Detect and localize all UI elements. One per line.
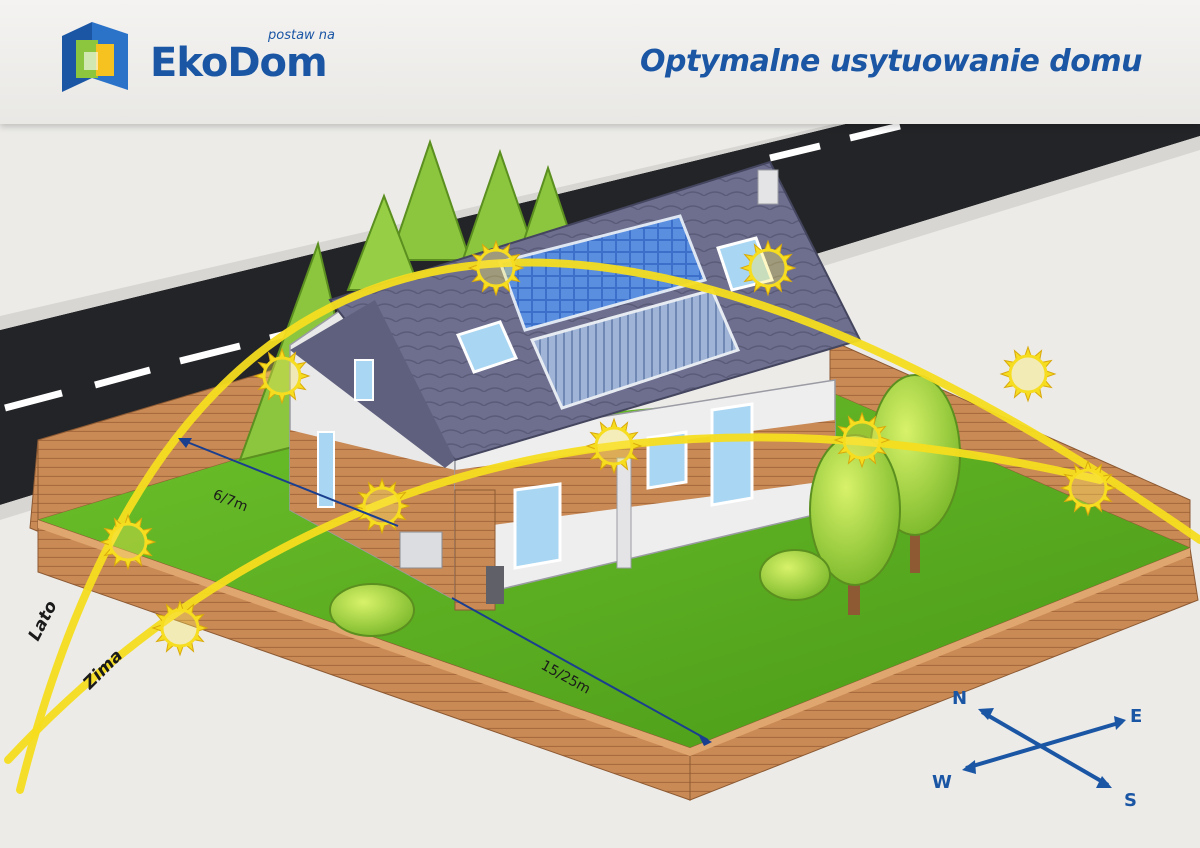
winter-path-label: Zima: [79, 646, 127, 694]
sun-paths: [4, 258, 1200, 794]
sun-icon: [585, 417, 643, 475]
sun-icon: [151, 599, 209, 657]
compass-north: N: [952, 688, 967, 709]
west-arrow: [962, 760, 976, 774]
sun-icon: [467, 239, 525, 297]
compass-east: E: [1130, 706, 1142, 727]
sun-positions: [99, 239, 1117, 657]
logo-name: EkoDom: [150, 40, 328, 86]
compass: N E W S: [932, 688, 1142, 811]
south-arrow: [1096, 776, 1112, 788]
logo-tagline: postaw na: [268, 28, 336, 43]
front-distance-line: [451, 597, 709, 741]
deciduous-trees: [329, 374, 961, 637]
sun-icon: [99, 513, 157, 571]
summer-path-label: Lato: [25, 597, 62, 644]
header: postaw na EkoDom Optymalne usytuowanie d…: [0, 0, 1200, 124]
sun-icon: [253, 347, 311, 405]
sun-icon: [1059, 459, 1117, 517]
ekodom-logo-icon: [62, 22, 128, 92]
summer-sun-path: [16, 258, 1200, 794]
winter-sun-path: [4, 433, 1104, 764]
compass-south: S: [1124, 790, 1137, 811]
side-distance-line: [181, 439, 399, 527]
page-title: Optymalne usytuowanie domu: [640, 44, 1142, 79]
compass-west: W: [932, 772, 952, 793]
north-arrow: [978, 708, 994, 720]
sun-icon: [739, 239, 797, 297]
front-distance-arrowhead: [698, 734, 712, 746]
east-arrow: [1114, 716, 1126, 730]
side-distance-arrowhead: [178, 438, 192, 448]
sun-icon: [833, 411, 891, 469]
sun-icon: [999, 345, 1057, 403]
